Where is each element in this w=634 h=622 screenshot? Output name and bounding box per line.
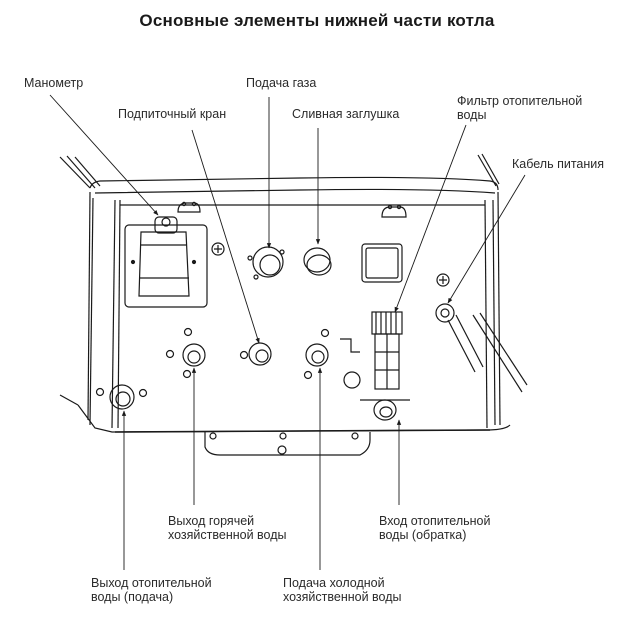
label-power-cable: Кабель питания <box>512 157 605 171</box>
label-heating-supply-outlet: Выход отопительной воды (подача) <box>91 576 212 604</box>
label-heating-return-inlet-line2: воды (обратка) <box>379 528 467 542</box>
cold-dhw-inlet-fitting <box>303 328 330 380</box>
diagram-title: Основные элементы нижней части котла <box>139 11 495 30</box>
label-drain-plug: Сливная заглушка <box>292 107 400 121</box>
label-hot-dhw-outlet-line2: хозяйственной воды <box>168 528 287 542</box>
bottom-tray <box>204 432 371 456</box>
label-cold-dhw-inlet: Подача холодной хозяйственной воды <box>283 576 402 604</box>
heating-filter <box>340 311 410 421</box>
power-cable <box>435 303 528 393</box>
gas-supply-fitting <box>247 246 285 280</box>
top-bracket-left <box>177 201 201 213</box>
label-gas-supply: Подача газа <box>246 76 317 90</box>
label-hot-dhw-outlet: Выход горячей хозяйственной воды <box>168 514 287 542</box>
heating-supply-fitting <box>95 384 148 410</box>
label-heating-filter: Фильтр отопительной воды <box>457 94 582 122</box>
label-heating-supply-outlet-line2: воды (подача) <box>91 590 174 604</box>
hot-dhw-outlet-fitting <box>165 327 206 379</box>
makeup-valve-fitting <box>239 342 272 366</box>
label-cold-dhw-inlet-line2: хозяйственной воды <box>283 590 402 604</box>
label-makeup-valve: Подпиточный кран <box>118 107 227 121</box>
label-heating-filter-line1: Фильтр отопительной <box>457 94 583 108</box>
manometer-assembly <box>124 216 208 308</box>
label-heating-filter-line2: воды <box>457 108 487 122</box>
label-manometer: Манометр <box>24 76 84 90</box>
label-heating-return-inlet: Вход отопительной воды (обратка) <box>379 514 490 542</box>
label-hot-dhw-outlet-line1: Выход горячей <box>168 514 255 528</box>
label-heating-supply-outlet-line1: Выход отопительной <box>91 576 212 590</box>
label-cold-dhw-inlet-line1: Подача холодной <box>283 576 385 590</box>
boiler-housing <box>59 153 511 433</box>
top-bracket-right <box>381 204 407 218</box>
label-heating-return-inlet-line1: Вход отопительной <box>379 514 491 528</box>
leader-lines <box>49 94 526 570</box>
drain-plug <box>303 247 332 276</box>
